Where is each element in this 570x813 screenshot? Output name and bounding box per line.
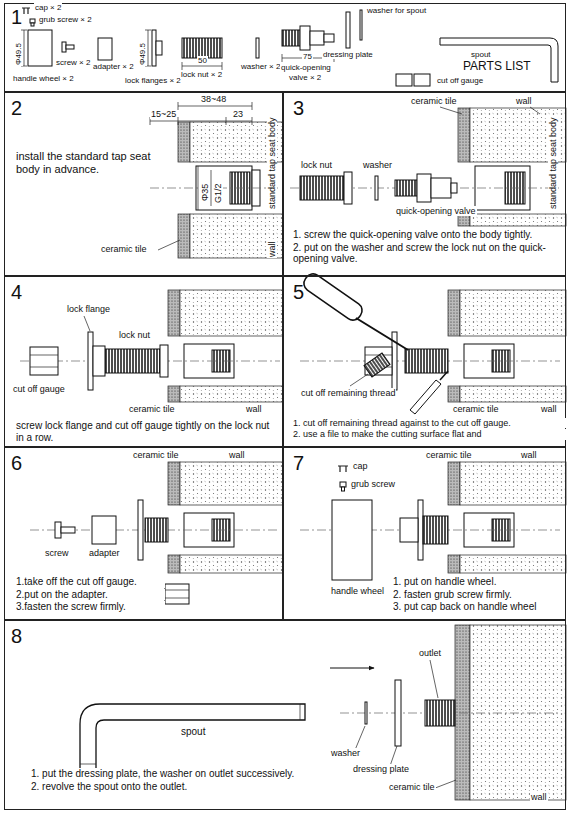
part-label: standard tap seat body (267, 116, 277, 210)
part-label: spout (470, 50, 492, 59)
cut-thread-art (300, 271, 566, 414)
part-label: handle wheel (330, 586, 385, 596)
step-number: 5 (292, 281, 305, 304)
step-number: 8 (10, 625, 23, 648)
instruction: 2. put on the washer and screw the lock … (292, 242, 562, 265)
part-label: standard tap seat body (548, 116, 558, 210)
step-panel: 5 cut off remaining thread ceramic tile wal… (283, 276, 566, 447)
dimension: 50 (197, 56, 208, 65)
instruction: install the standard tap seat body in ad… (15, 150, 177, 175)
part-label: wall (515, 96, 533, 106)
instruction: 1. put on handle wheel. (392, 576, 564, 588)
instruction: 2.put on the adapter. (15, 589, 165, 601)
step-number: 2 (10, 97, 23, 120)
part-label: dressing plate (352, 764, 410, 774)
instruction: 1. put the dressing plate, the washer on… (30, 768, 342, 780)
dimension: Φ35 (200, 183, 210, 202)
instruction: 2. use a file to make the cutting surfac… (292, 429, 566, 439)
handle-wheel-art (300, 462, 566, 580)
part-label: washer for spout (366, 6, 427, 15)
part-label: cut off remaining thread (300, 388, 396, 398)
step-panel: 4 lock flange lock nut cut off gauge ceramic… (4, 276, 283, 447)
part-label: grub screw × 2 (38, 15, 93, 24)
dimension: Φ49.5 (14, 42, 23, 66)
dimension: 23 (232, 109, 244, 119)
part-label: ceramic tile (410, 96, 458, 106)
part-label: washer (362, 160, 393, 170)
part-label: washer (330, 748, 361, 758)
step-panel: 1 cap × 2 grub screw × 2 Φ49.5 handle wheel … (4, 3, 566, 92)
part-label: quick-opening (280, 63, 332, 72)
part-label: wall (540, 404, 558, 414)
part-label: screw (44, 548, 70, 558)
step-panel: 2 15~25 38~48 23Φ35G1/2 install the standard… (4, 92, 283, 276)
part-label: ceramic tile (100, 244, 148, 254)
part-label: spout (180, 726, 206, 738)
part-label: washer × 2 (240, 62, 281, 71)
dimension: Φ49.5 (138, 42, 147, 66)
part-label: outlet (418, 648, 442, 658)
part-label: lock nut (300, 160, 333, 170)
part-label: cut off gauge (12, 384, 66, 394)
part-label: valve × 2 (288, 73, 322, 82)
part-label: cap (352, 461, 369, 471)
dimension: 38~48 (200, 94, 227, 104)
dimension: 15~25 (150, 109, 177, 119)
instruction: 1. cut off remaining thread against to t… (292, 418, 566, 428)
step-number: 4 (10, 281, 23, 304)
part-label: ceramic tile (425, 450, 473, 460)
part-label: quick-opening valve (395, 206, 477, 216)
parts-list-art (21, 8, 558, 86)
valve-art (290, 107, 566, 226)
part-label: wall (520, 450, 538, 460)
part-label: wall (267, 240, 277, 258)
dimension: 75 (302, 52, 313, 61)
dimension: G1/2 (213, 182, 223, 204)
step-panel: 8 spout outlet washer dressing plate ceramic … (4, 620, 566, 810)
part-label: adapter × 2 (92, 62, 135, 71)
instruction: 2. revolve the spout onto the outlet. (30, 781, 342, 793)
instruction: 2. fasten grub screw firmly. (392, 589, 564, 601)
part-label: ceramic tile (128, 404, 176, 414)
step-number: 1 (10, 6, 23, 29)
part-label: lock nut (118, 330, 151, 340)
step-panel: 6 ceramic tile wall screw adapter 1.take off … (4, 447, 283, 620)
part-label: wall (228, 450, 246, 460)
part-label: wall (530, 792, 548, 802)
instruction: 3. put cap back on handle wheel (392, 601, 564, 613)
step-number: 7 (292, 452, 305, 475)
parts-list-heading: PARTS LIST (462, 60, 532, 74)
part-label: lock flange (66, 304, 111, 314)
step-number: 6 (10, 452, 23, 475)
part-label: cut off gauge (436, 76, 484, 85)
part-label: cap × 2 (34, 3, 62, 12)
part-label: lock nut × 2 (180, 70, 223, 79)
part-label: ceramic tile (452, 404, 500, 414)
instruction: 1.take off the cut off gauge. (15, 576, 165, 588)
step-panel: 3 ceramic tile wall lock nut washer quick-ope… (283, 92, 566, 276)
part-label: adapter (88, 548, 121, 558)
instruction: screw lock flange and cut off gauge tigh… (15, 420, 279, 443)
part-label: lock flanges × 2 (124, 76, 182, 85)
part-label: screw × 2 (55, 58, 91, 67)
step-panel: 7 cap grub screw ceramic tile wall handle whe… (283, 447, 566, 620)
part-label: grub screw (350, 479, 396, 489)
part-label: wall (245, 404, 263, 414)
instruction: 3.fasten the screw firmly. (15, 601, 165, 613)
part-label: dressing plate (322, 50, 374, 59)
part-label: ceramic tile (388, 782, 436, 792)
part-label: ceramic tile (132, 450, 180, 460)
seat-body-art (150, 102, 283, 258)
part-label: handle wheel × 2 (12, 74, 75, 83)
step-number: 3 (292, 97, 305, 120)
instruction: 1. screw the quick-opening valve onto th… (292, 229, 562, 241)
